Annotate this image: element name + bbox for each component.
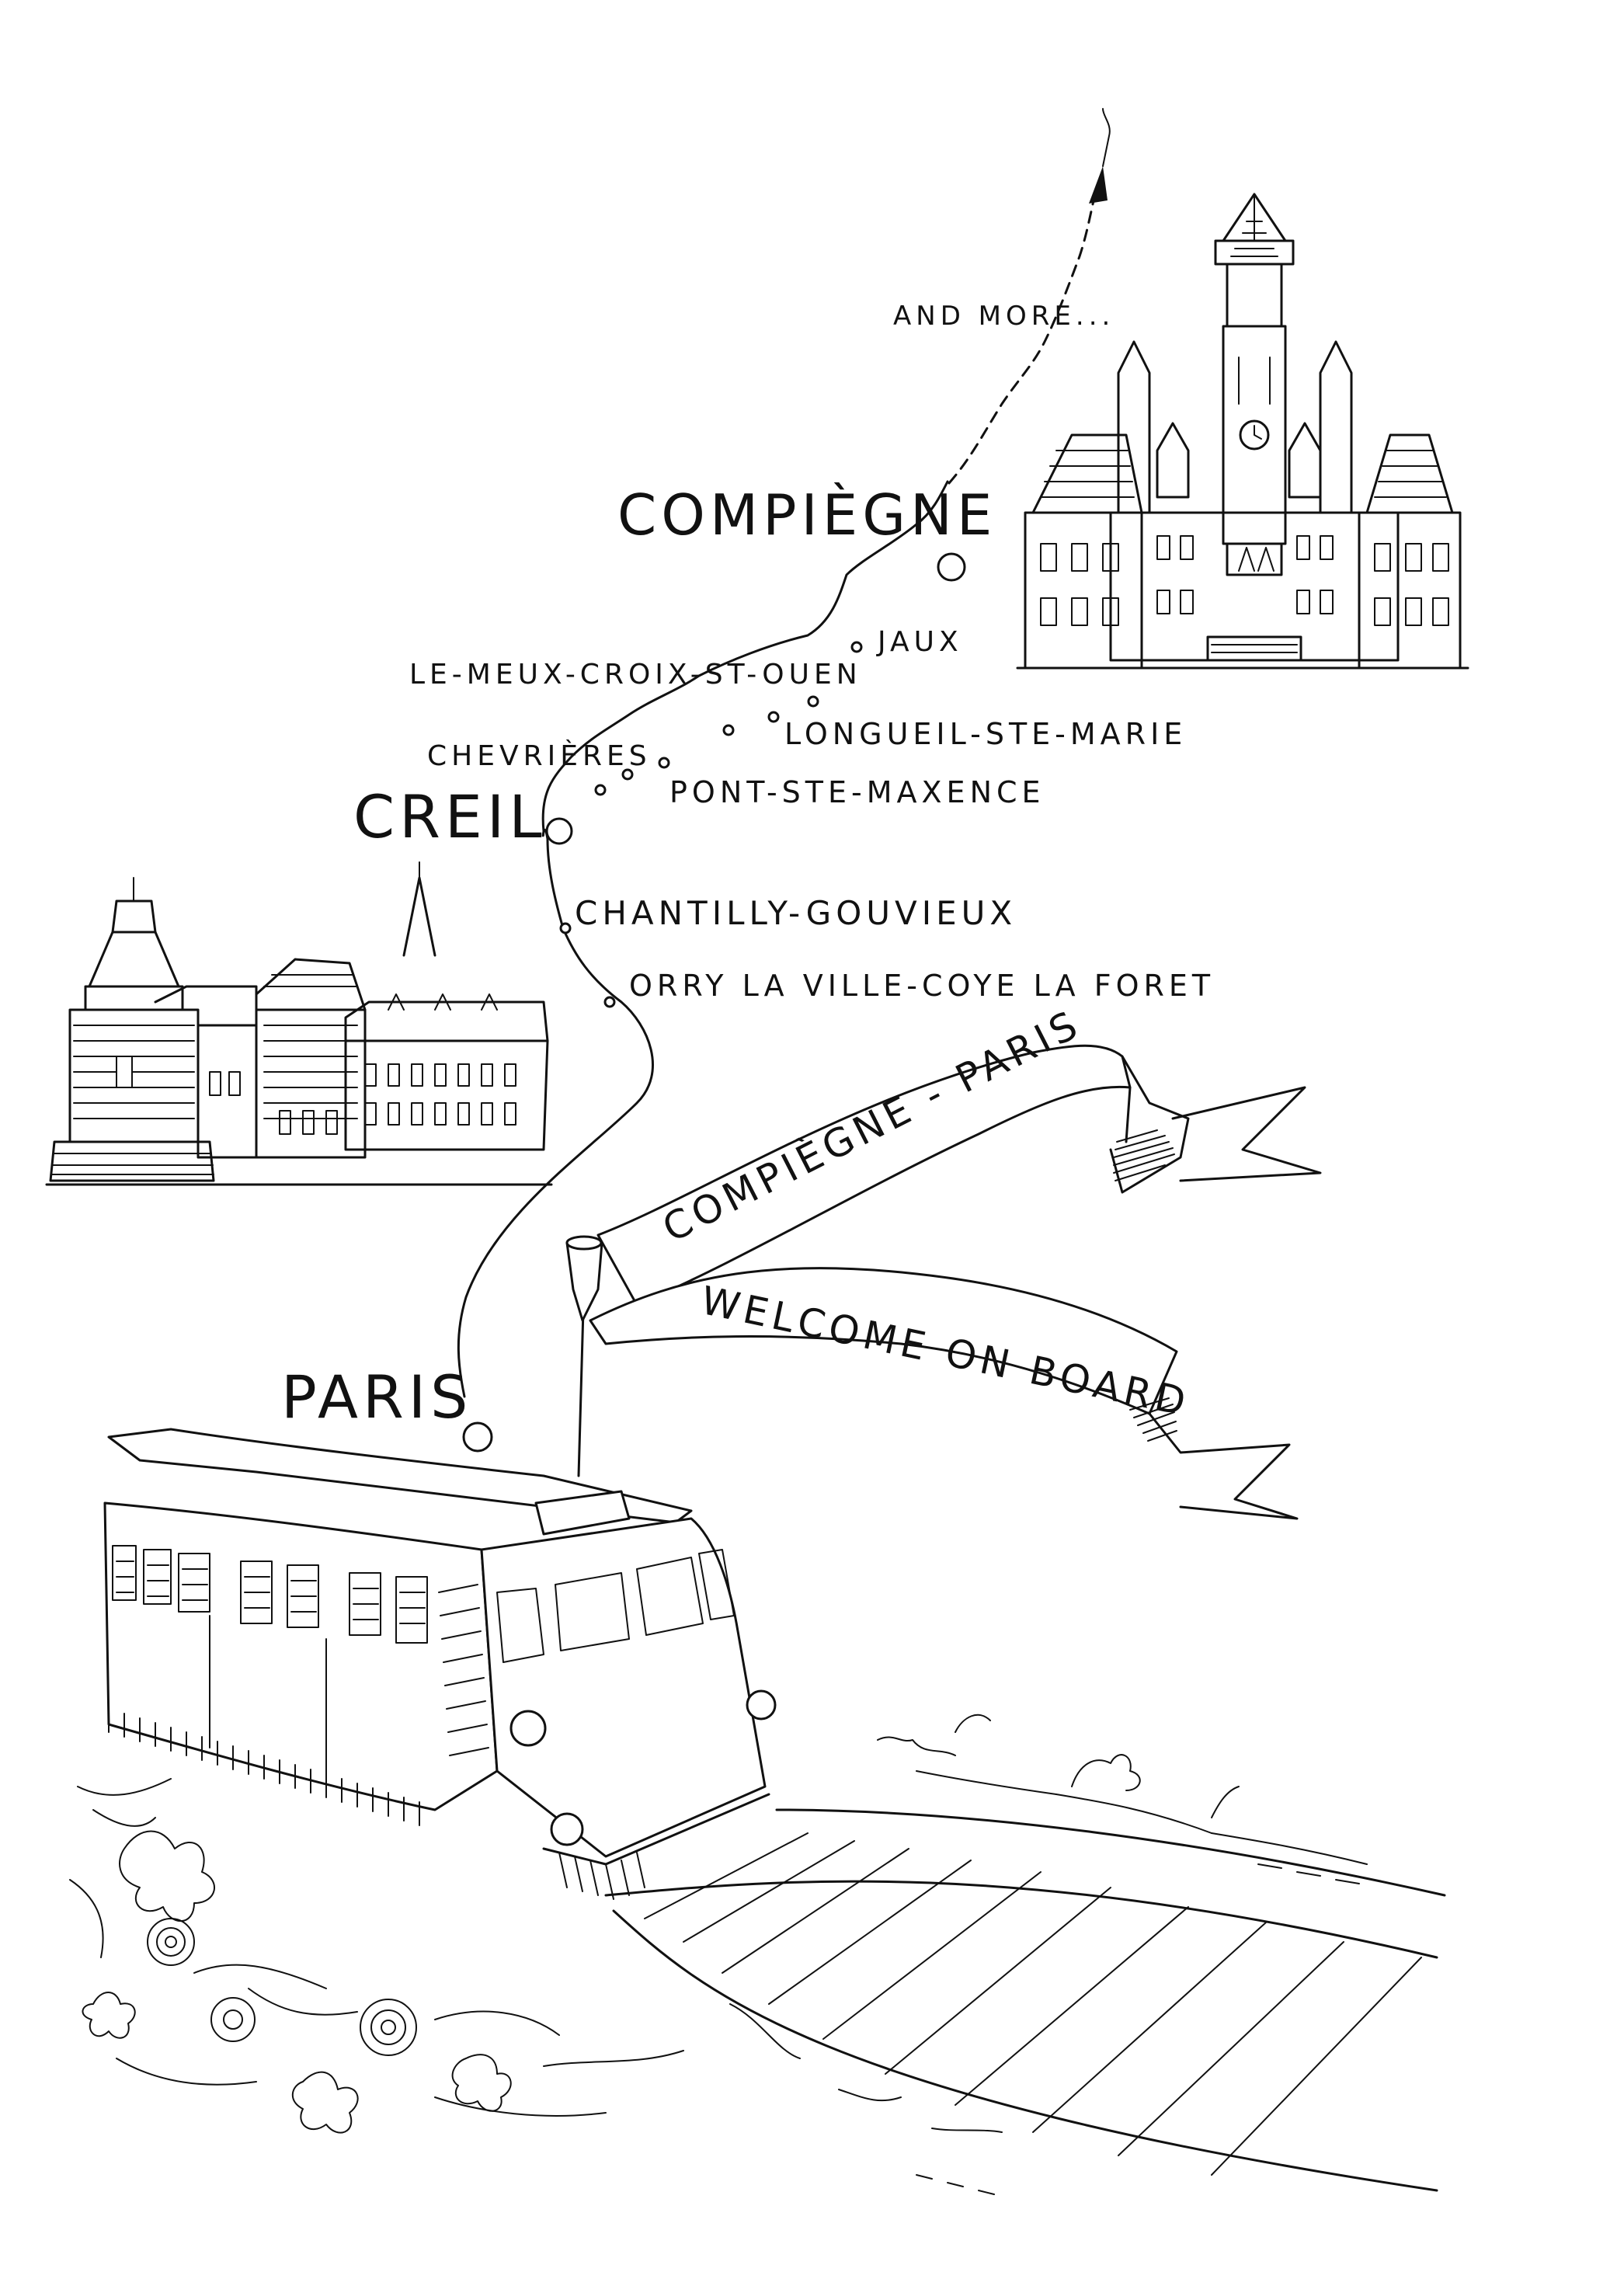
station-compiegne-marker [937,552,966,582]
label-paris: PARIS [281,1362,472,1432]
station-jaux-marker [850,641,863,653]
label-chevrieres: CHEVRIÈRES [427,739,652,772]
label-le-meux: LE-MEUX-CROIX-ST-OUEN [409,659,862,691]
rails-drawing [604,1808,1446,2192]
label-orry: ORRY LA VILLE-COYE LA FORET [629,969,1215,1003]
station-chantilly-marker [559,922,572,934]
station-pont-marker [658,757,670,769]
route-line [457,108,1111,1398]
train-drawing [103,1235,777,1900]
banner: COMPIÈGNE - PARIS WELCOME ON BOARD [589,1000,1322,1520]
flowers-foliage-drawing [69,1714,1368,2195]
station-paris-marker [462,1421,493,1453]
station-villers-marker [594,784,607,796]
label-compiegne: COMPIÈGNE [617,482,996,548]
station-orry-marker [603,996,616,1008]
chantilly-chateau-drawing [45,861,553,1186]
label-and-more: AND MORE... [893,301,1115,332]
station-pont2-marker [621,768,634,781]
label-pont-ste-maxence: PONT-STE-MAXENCE [669,775,1045,809]
banner-line1: COMPIÈGNE - PARIS [656,1000,1089,1251]
station-chevrieres-marker [722,724,735,736]
route-stations [462,552,966,1453]
label-longueil: LONGUEIL-STE-MARIE [784,717,1187,751]
label-chantilly: CHANTILLY-GOUVIEUX [575,894,1017,932]
station-creil-marker [545,817,573,845]
label-jaux: JAUX [876,626,963,658]
compiegne-town-hall-drawing [1016,193,1469,670]
station-le-meux-marker [807,695,819,708]
label-creil: CREIL [353,782,547,851]
station-longueil-marker [767,711,780,723]
